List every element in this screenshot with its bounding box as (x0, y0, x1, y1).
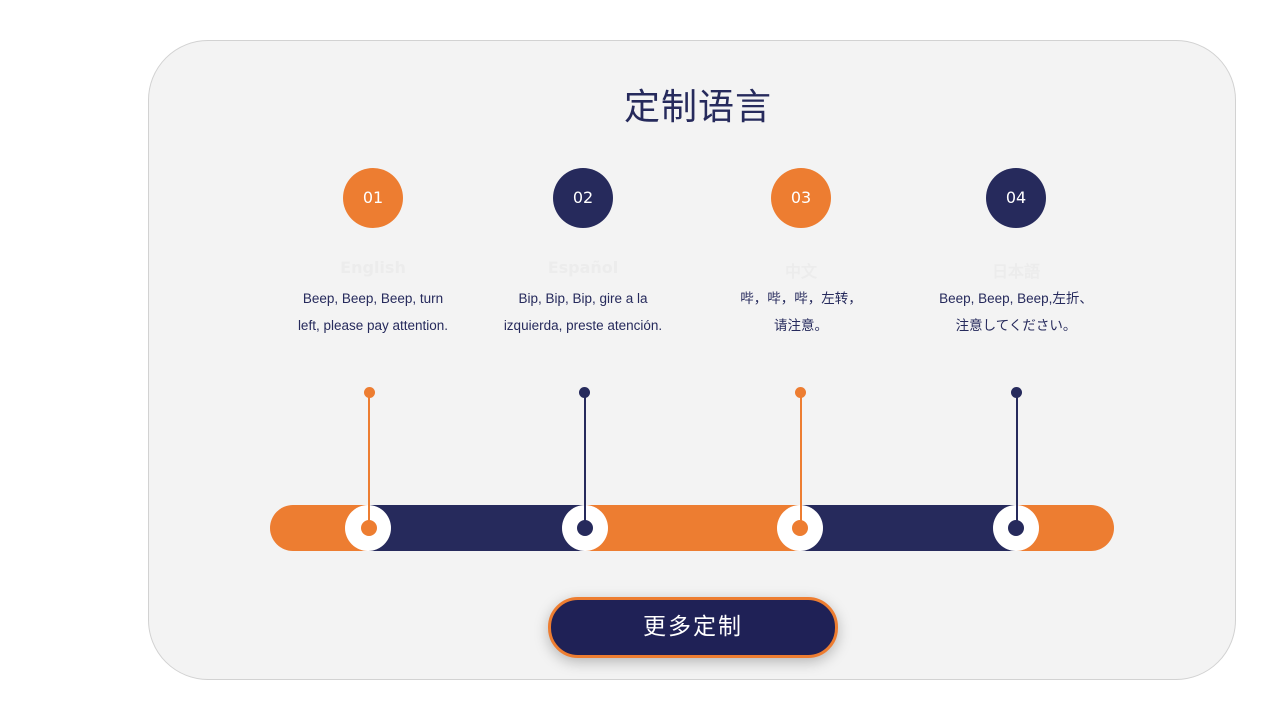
step-desc-japanese: Beep, Beep, Beep,左折、 注意してください。 (916, 285, 1116, 339)
step-badge-01: 01 (343, 168, 403, 228)
timeline-pin-dot (1011, 387, 1022, 398)
desc-line: izquierda, preste atención. (503, 318, 663, 333)
timeline-pin-dot (579, 387, 590, 398)
desc-line: left, please pay attention. (297, 318, 449, 333)
timeline-pin-line (584, 393, 586, 528)
step-name-chinese: 中文 (784, 262, 817, 281)
timeline-segment (585, 505, 801, 551)
timeline-node-dot (361, 520, 377, 536)
timeline-segment (369, 505, 585, 551)
more-customization-button[interactable]: 更多定制 (548, 597, 838, 658)
timeline-pin-line (368, 393, 370, 528)
timeline-node-dot (577, 520, 593, 536)
step-name-spanish: Español (547, 258, 619, 277)
timeline-segment (800, 505, 1016, 551)
desc-line: 请注意。 (774, 318, 828, 333)
desc-line: Beep, Beep, Beep, turn (302, 291, 444, 306)
step-desc-spanish: Bip, Bip, Bip, gire a la izquierda, pres… (483, 285, 683, 339)
content-card (148, 40, 1236, 680)
desc-line: Beep, Beep, Beep,左折、 (939, 291, 1093, 306)
step-badge-02: 02 (553, 168, 613, 228)
page-title: 定制语言 (623, 87, 772, 128)
step-badge-04: 04 (986, 168, 1046, 228)
step-badge-03: 03 (771, 168, 831, 228)
timeline-pin-line (800, 393, 802, 528)
desc-line: 注意してください。 (955, 318, 1077, 333)
timeline-node-dot (1008, 520, 1024, 536)
timeline-pin-line (1016, 393, 1018, 528)
timeline-pin-dot (795, 387, 806, 398)
step-name-japanese: 日本語 (991, 262, 1040, 281)
step-desc-chinese: 哔，哔，哔，左转， 请注意。 (701, 285, 901, 339)
step-desc-english: Beep, Beep, Beep, turn left, please pay … (273, 285, 473, 339)
timeline-node-dot (792, 520, 808, 536)
timeline-pin-dot (364, 387, 375, 398)
step-name-english: English (340, 258, 406, 277)
desc-line: 哔，哔，哔，左转， (740, 291, 862, 306)
desc-line: Bip, Bip, Bip, gire a la (518, 291, 648, 306)
